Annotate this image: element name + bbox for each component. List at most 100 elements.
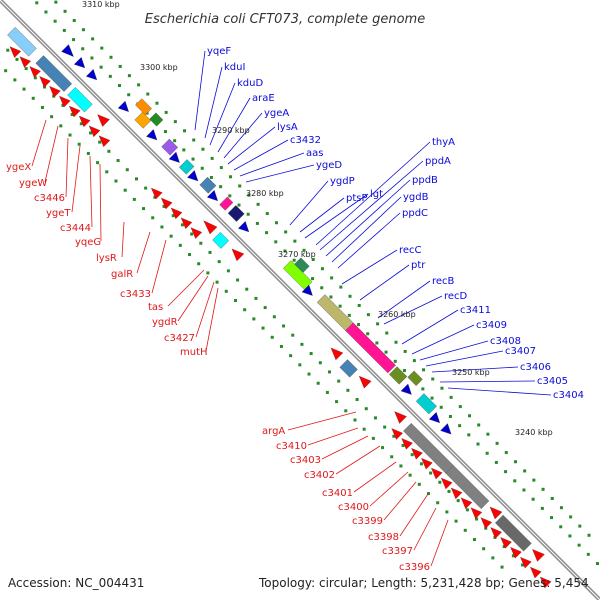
reverse-gene-block [212,231,230,249]
tick-mark [100,46,104,50]
forward-leader-line [239,152,305,177]
reverse-gene-arrow [358,375,372,389]
reverse-gene-block [67,87,93,113]
tick-mark [569,515,573,519]
tick-mark [54,0,58,4]
tick-mark [90,56,94,60]
forward-leader-line [209,82,236,146]
reverse-gene-label: lysR [96,253,117,264]
forward-gene-label: ygeA [264,108,289,119]
tick-mark [6,48,10,52]
forward-gene-label: c3407 [505,346,536,357]
reverse-gene-label: tas [148,302,163,313]
forward-gene-block [199,176,217,194]
reverse-gene-arrow [489,506,503,520]
tick-mark [96,161,100,165]
forward-gene-label: recD [444,291,468,302]
forward-leader-line [425,350,504,367]
forward-gene-label: yqeF [207,46,231,57]
reverse-gene-arrow [39,76,51,88]
tick-mark [215,280,219,284]
reverse-gene-label: c3399 [352,516,383,527]
tick-mark [81,47,85,51]
tick-mark [127,93,131,97]
tick-mark [578,524,582,528]
tick-mark [375,341,379,345]
forward-gene-block [149,112,164,127]
tick-mark [62,28,66,32]
tick-mark [412,359,416,363]
tick-mark [98,140,102,144]
tick-mark [155,101,159,105]
tick-mark [263,306,267,310]
tick-mark [475,517,479,521]
reverse-gene-arrow [391,428,403,440]
tick-mark [192,138,196,142]
tick-mark [270,335,274,339]
tick-mark [456,499,460,503]
reverse-gene-arrow [203,220,218,235]
reverse-gene-label: c3401 [322,488,353,499]
tick-mark [134,177,138,181]
forward-leader-line [204,66,223,139]
tick-mark [445,510,449,514]
tick-mark [209,175,213,179]
reverse-leader-line [413,507,437,551]
tick-mark [307,372,311,376]
reverse-leader-line [353,461,397,493]
reverse-gene-label: yqeG [75,237,101,248]
tick-mark [40,105,44,109]
tick-layer [4,0,599,569]
tick-mark [243,308,247,312]
tick-mark [511,554,515,558]
tick-mark [298,363,302,367]
tick-mark [199,241,203,245]
forward-gene-arrow [400,383,412,395]
tick-mark [169,234,173,238]
tick-mark [123,188,127,192]
reverse-gene-arrow [500,537,512,549]
tick-mark [210,156,214,160]
reverse-gene-arrow [69,105,81,118]
tick-mark [180,223,184,227]
forward-gene-block [219,196,234,211]
tick-mark [440,386,444,390]
tick-mark [256,202,260,206]
tick-mark [173,139,177,143]
forward-gene-label: ygeD [316,160,342,171]
tick-mark [417,482,421,486]
forward-leader-line [319,160,424,251]
tick-mark [393,359,397,363]
reverse-leader-line [65,137,69,198]
tick-mark [293,239,297,243]
tick-mark [197,262,201,266]
kbp-label: 3250 kbp [452,368,490,377]
tick-mark [410,453,414,457]
tick-mark [226,269,230,273]
tick-mark [137,83,141,87]
tick-mark [421,387,425,391]
reverse-gene-label: ygeT [46,208,71,219]
tick-mark [35,1,39,5]
tick-mark [63,9,67,13]
tick-mark [160,225,164,229]
tick-mark [422,368,426,372]
reverse-gene-arrow [490,527,502,539]
reverse-gene-arrow [411,448,423,460]
tick-mark [532,478,536,482]
tick-mark [105,170,109,174]
reverse-gene-arrow [19,56,32,68]
tick-mark [403,349,407,353]
reverse-gene-arrow [151,187,163,200]
tick-mark [261,326,265,330]
reverse-gene-arrow [530,566,542,579]
tick-mark [335,400,339,404]
tick-mark [132,197,136,201]
leader-lines [31,50,552,567]
reverse-gene-block [445,465,490,510]
tick-mark [255,221,259,225]
tick-mark [272,315,276,319]
tick-mark [595,562,599,566]
forward-leader-line [217,97,251,153]
